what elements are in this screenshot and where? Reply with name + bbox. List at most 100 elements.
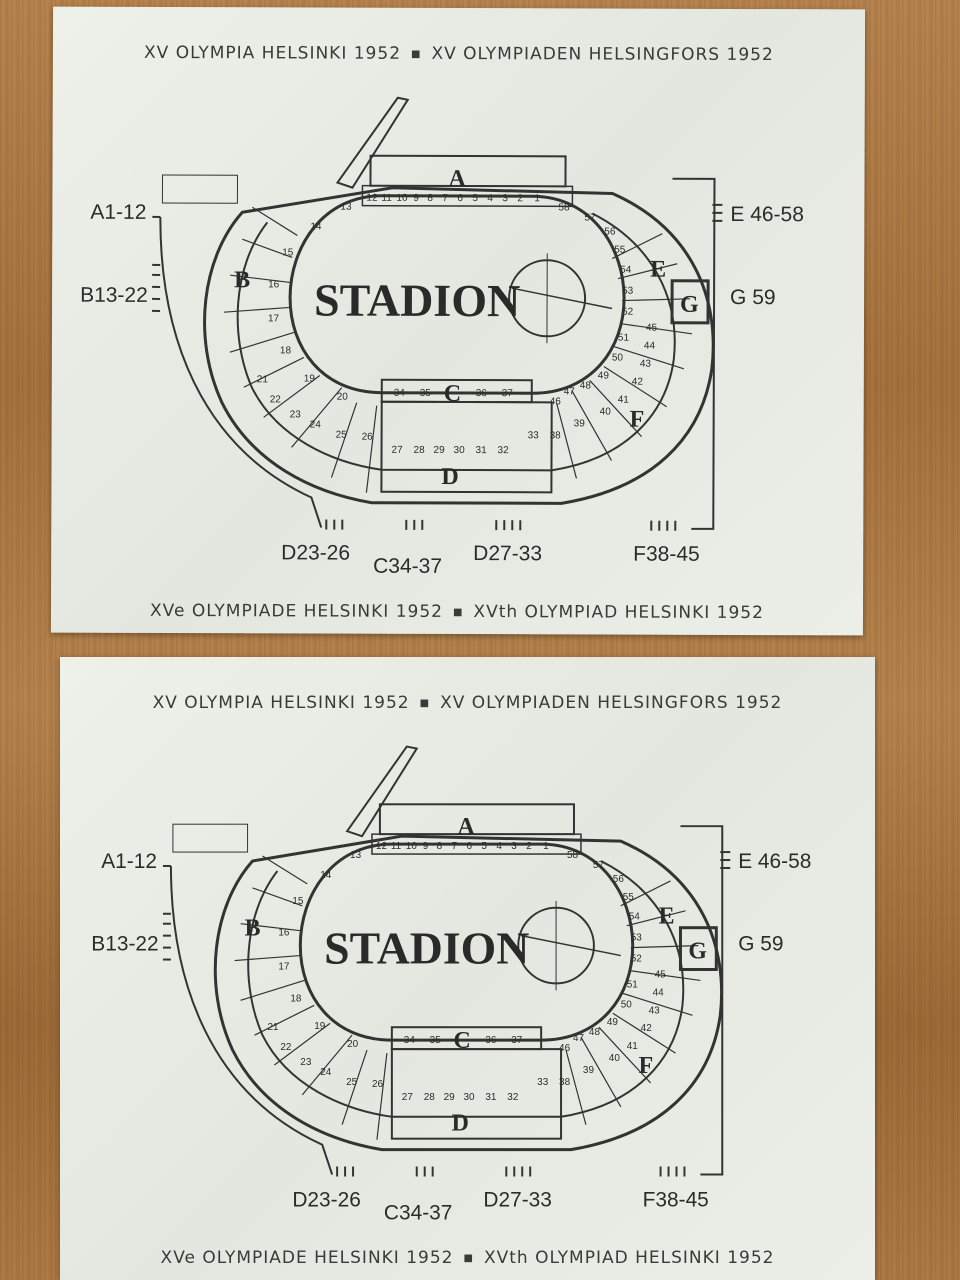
seat-numbers-left: 13 14 15 16 17 18 19 20 21 22 23 24 25 2… [267,850,383,1090]
section-label-c: C [454,1028,471,1054]
gate-label-f: F38-45 [643,1188,709,1211]
ticket-header-bottom: XVe OLYMPIADE HELSINKI 1952■XVth OLYMPIA… [51,601,863,624]
field-fence-area [161,174,239,204]
seat-num: 31 [485,1092,497,1103]
seat-num: 6 [467,841,473,852]
seat-num: 15 [292,896,304,907]
seat-num: 12 [376,841,388,852]
ticket-header-top: XV OLYMPIA HELSINKI 1952■XV OLYMPIADEN H… [60,693,875,713]
seat-num: 29 [444,1092,456,1103]
seat-num: 23 [290,409,302,420]
gate-label-b: B13-22 [80,284,148,307]
access-path-right [672,177,716,530]
seat-num: 57 [584,212,596,223]
seat-num: 41 [618,395,630,406]
seat-num: 36 [476,388,488,399]
seat-num: 37 [511,1035,523,1046]
gate-label-d1: D23-26 [292,1188,360,1211]
seat-num: 39 [574,418,586,429]
seat-numbers-bottom: 27 28 29 30 31 32 33 [392,430,540,456]
seat-num: 48 [589,1027,601,1038]
seat-num: 27 [392,445,404,456]
seat-num: 36 [485,1035,497,1046]
seat-num: 14 [320,870,332,881]
main-stand-roof [369,154,567,188]
stadium-plan: STADION A B C D E F G A1-12 B13-22 E 46-… [80,96,804,578]
section-label-a: A [448,166,466,192]
seat-num: 45 [646,323,658,334]
section-label-b: B [245,916,261,942]
seat-num: 20 [347,1039,359,1050]
field-fence-area [172,823,249,853]
seat-num: 15 [282,247,294,258]
seat-numbers-right: 38 39 40 41 42 43 44 45 46 47 48 49 50 5… [559,850,666,1088]
header-text-finnish: XV OLYMPIA HELSINKI 1952 [152,693,410,713]
seat-num: 18 [290,993,302,1004]
seat-num: 56 [613,874,625,885]
header-separator: ■ [452,606,464,618]
seat-num: 50 [621,999,633,1010]
seat-numbers-bottom: 27 28 29 30 31 32 33 [402,1077,549,1103]
seat-num: 33 [528,430,540,441]
section-label-c: C [444,381,461,407]
seat-num: 26 [362,432,374,443]
seat-numbers-a: 12 11 10 9 8 7 6 5 4 3 2 1 [366,193,540,205]
seat-num: 17 [268,313,280,324]
seat-num: 8 [427,193,433,204]
stadium-tower [345,745,419,838]
seat-num: 7 [442,193,448,204]
seat-num: 2 [526,841,532,852]
header-text-french: XVe OLYMPIADE HELSINKI 1952 [149,600,444,622]
section-label-g: G [680,292,699,318]
gate-label-c: C34-37 [384,1201,452,1224]
section-label-g: G [688,939,707,965]
section-label-b: B [234,267,250,293]
seat-num: 5 [472,193,478,204]
seat-num: 25 [346,1077,358,1088]
seat-num: 13 [350,850,362,861]
section-g-box [670,279,710,325]
main-stand-seats [371,833,582,855]
seat-num: 10 [396,193,408,204]
seat-num: 1 [534,193,540,204]
gate-label-g: G 59 [738,933,783,956]
seat-num: 53 [622,286,634,297]
seat-num: 25 [336,430,348,441]
seat-num: 34 [404,1035,416,1046]
seat-num: 18 [280,345,292,356]
seat-num: 44 [644,341,656,352]
section-label-e: E [659,904,675,930]
gate-label-d2: D27-33 [483,1188,551,1211]
seat-num: 38 [559,1077,571,1088]
seat-num: 46 [550,396,562,407]
seat-num: 3 [511,841,517,852]
seat-num: 42 [632,377,644,388]
header-text-english: XVth OLYMPIAD HELSINKI 1952 [483,1248,775,1268]
seat-num: 51 [627,979,639,990]
seat-num: 58 [558,202,570,213]
gate-label-d1: D23-26 [281,541,350,564]
seat-num: 29 [434,445,446,456]
seat-num: 27 [402,1092,414,1103]
main-stand-roof [378,803,575,836]
seat-num: 35 [430,1035,442,1046]
seat-num: 58 [567,850,579,861]
seat-num: 12 [366,193,378,204]
seat-num: 21 [257,374,269,385]
section-label-e: E [650,257,666,283]
seat-num: 45 [655,969,667,980]
inner-stand-outline [236,212,676,472]
seat-num: 56 [604,227,616,238]
main-stand-seats [361,184,574,208]
seat-num: 10 [406,841,418,852]
seat-num: 16 [268,279,280,290]
section-label-d: D [452,1111,469,1137]
seat-num: 7 [452,841,458,852]
section-label-f: F [639,1053,654,1079]
seat-num: 40 [609,1053,621,1064]
section-d-block [390,1048,563,1140]
seat-num: 11 [391,841,402,852]
seat-num: 38 [550,430,562,441]
seat-num: 8 [437,841,443,852]
seat-num: 57 [593,860,605,871]
